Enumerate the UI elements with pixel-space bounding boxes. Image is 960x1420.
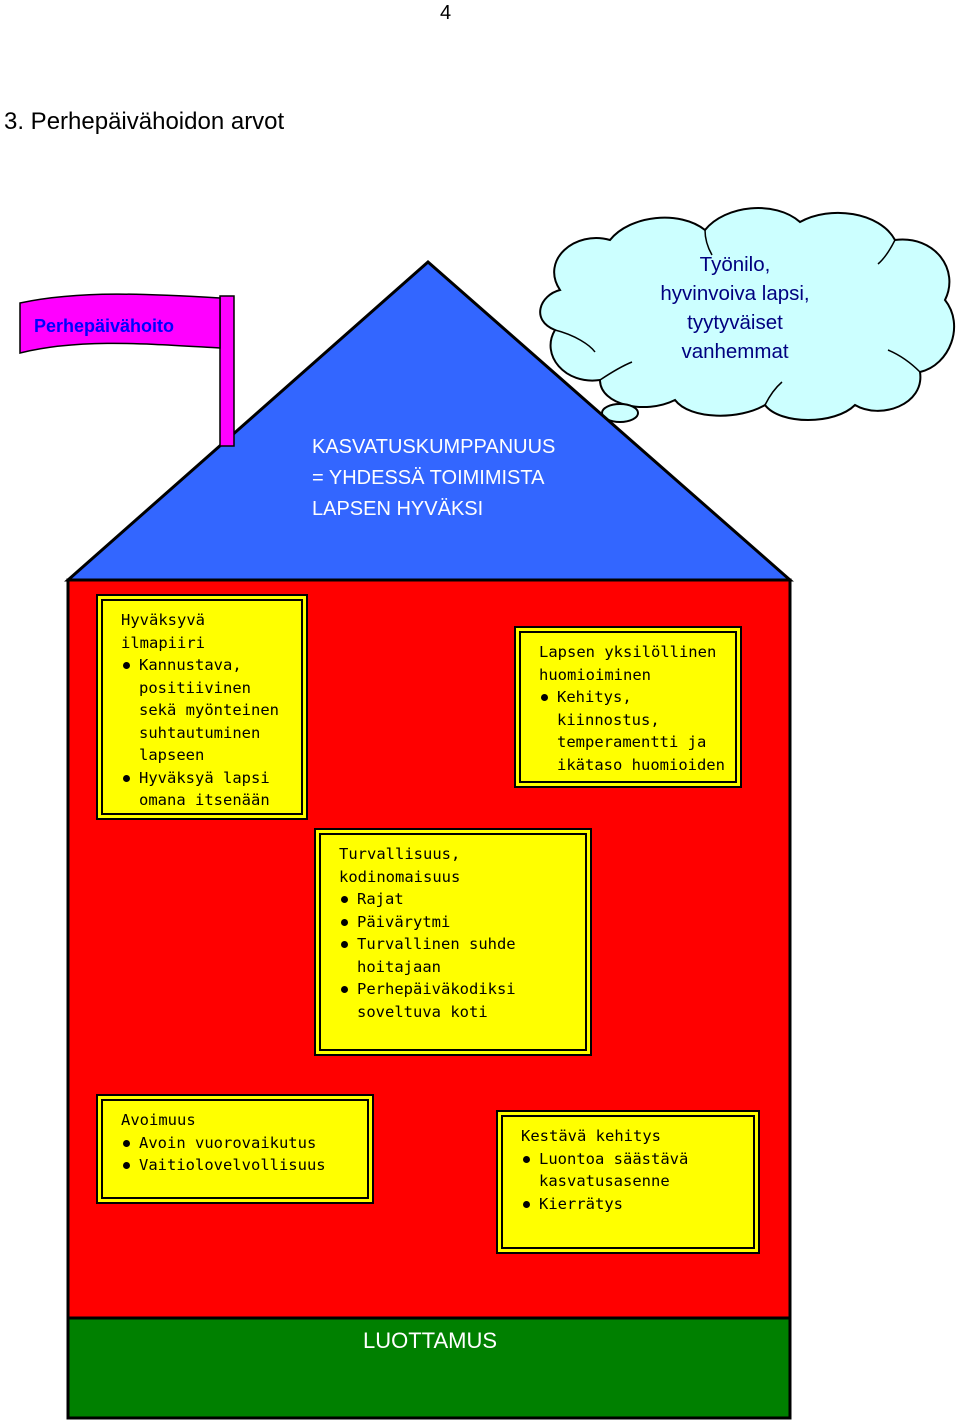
cloud-line: hyvinvoiva lapsi, xyxy=(660,282,810,305)
thought-cloud xyxy=(539,207,955,431)
list-item: Perhepäiväkodiksi soveltuva koti xyxy=(339,978,575,1023)
flag xyxy=(19,293,235,447)
box-title: Lapsen yksilöllinen huomioiminen xyxy=(539,643,717,684)
list-item: Avoin vuorovaikutus xyxy=(121,1132,357,1155)
list-item: Kehitys, kiinnostus, temperamentti ja ik… xyxy=(539,686,725,776)
cloud-line: Työnilo, xyxy=(699,253,771,276)
list-item: Luontoa säästävä kasvatusasenne xyxy=(521,1148,743,1193)
box-title: Avoimuus xyxy=(121,1111,196,1129)
page-number: 4 xyxy=(440,2,452,24)
roof-line: KASVATUSKUMPPANUUS xyxy=(312,436,556,458)
box-hyvaksyva-ilmapiiri: Hyväksyvä ilmapiiri Kannustava, positiiv… xyxy=(96,594,308,820)
cloud-line: tyytyväiset xyxy=(687,311,783,334)
roof-line: = YHDESSÄ TOIMIMISTA xyxy=(312,467,545,489)
list-item: Rajat xyxy=(339,888,575,911)
cloud-line: vanhemmat xyxy=(681,340,789,363)
box-yksilollinen-huomioiminen: Lapsen yksilöllinen huomioiminen Kehitys… xyxy=(514,626,742,788)
box-title: Hyväksyvä ilmapiiri xyxy=(121,611,205,652)
box-title: Turvallisuus, kodinomaisuus xyxy=(339,845,461,886)
list-item: Kannustava, positiivinen sekä myönteinen… xyxy=(121,654,291,767)
list-item: Kierrätys xyxy=(521,1193,743,1216)
list-item: Vaitiolovelvollisuus xyxy=(121,1154,357,1177)
list-item: Hyväksyä lapsi omana itsenään xyxy=(121,767,291,812)
box-kestava-kehitys: Kestävä kehitys Luontoa säästävä kasvatu… xyxy=(496,1110,760,1254)
cloud-text: Työnilo, hyvinvoiva lapsi, tyytyväiset v… xyxy=(620,250,850,366)
roof-text: KASVATUSKUMPPANUUS = YHDESSÄ TOIMIMISTA … xyxy=(312,432,555,525)
roof-line: LAPSEN HYVÄKSI xyxy=(312,498,484,520)
foundation xyxy=(66,1316,792,1420)
foundation-label: LUOTTAMUS xyxy=(362,1328,498,1353)
box-title: Kestävä kehitys xyxy=(521,1127,661,1145)
section-heading: 3. Perhepäivähoidon arvot xyxy=(4,108,285,135)
box-turvallisuus: Turvallisuus, kodinomaisuus Rajat Päivär… xyxy=(314,828,592,1056)
flag-label: Perhepäivähoito xyxy=(34,316,175,336)
list-item: Päivärytmi xyxy=(339,911,575,934)
list-item: Turvallinen suhde hoitajaan xyxy=(339,933,575,978)
box-avoimuus: Avoimuus Avoin vuorovaikutus Vaitiolovel… xyxy=(96,1094,374,1204)
